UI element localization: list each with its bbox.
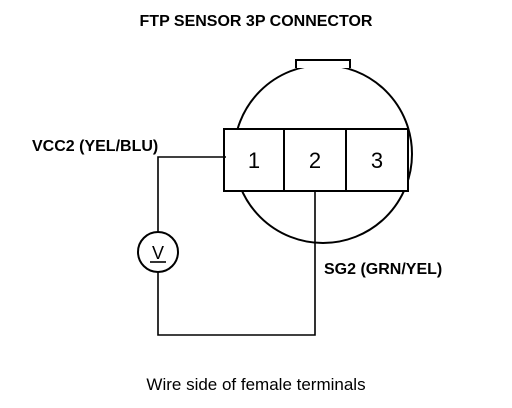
voltmeter: V <box>137 231 179 273</box>
pin-number-1: 1 <box>248 148 260 173</box>
voltmeter-symbol: V <box>152 243 164 263</box>
diagram-title: FTP SENSOR 3P CONNECTOR <box>140 13 373 30</box>
pin-cell-3 <box>345 128 409 192</box>
connector-lock-tab <box>295 59 351 68</box>
pin-number-3: 3 <box>371 148 383 173</box>
sg2-wire <box>157 191 316 336</box>
pin-cell-1 <box>223 128 285 192</box>
pin-number-2: 2 <box>309 148 321 173</box>
vcc2-wire-label: VCC2 (YEL/BLU) <box>32 138 158 155</box>
sg2-wire-label: SG2 (GRN/YEL) <box>324 261 442 278</box>
vcc2-wire <box>157 156 226 232</box>
diagram-caption: Wire side of female terminals <box>146 375 365 394</box>
